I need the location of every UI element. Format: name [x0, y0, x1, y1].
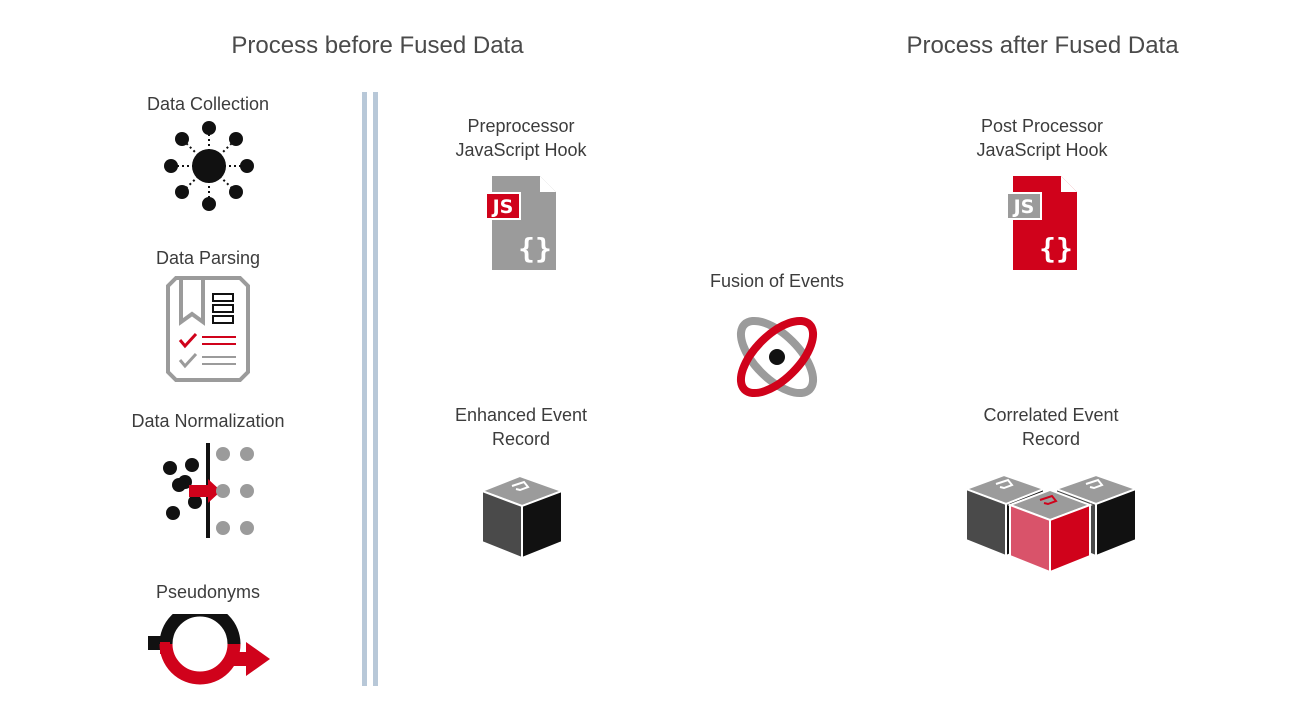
data-collection-icon: [164, 121, 254, 211]
heading-after: Process after Fused Data: [906, 32, 1179, 59]
section-divider: [362, 92, 378, 686]
js-badge-text: JS: [1012, 196, 1035, 218]
correlated-label: Correlated Event Record: [951, 403, 1151, 451]
preprocessor-label: Preprocessor JavaScript Hook: [421, 114, 621, 162]
fusion-label: Fusion of Events: [709, 271, 845, 291]
event-record-cube-icon: [480, 474, 564, 560]
data-normalization-icon: [163, 443, 254, 538]
heading-before: Process before Fused Data: [231, 32, 524, 59]
step-label-collection: Data Collection: [146, 94, 270, 114]
correlated-label-line2: Record: [1021, 429, 1081, 449]
js-file-gray-icon: JS {}: [485, 176, 556, 270]
step-label-parsing: Data Parsing: [155, 248, 261, 268]
step-label-normalization: Data Normalization: [131, 411, 285, 431]
data-parsing-icon: [166, 276, 250, 382]
enhanced-label-line1: Enhanced Event: [454, 405, 588, 425]
fusion-atom-icon: [736, 316, 818, 398]
enhanced-label: Enhanced Event Record: [421, 403, 621, 451]
step-label-pseudonyms: Pseudonyms: [155, 582, 261, 602]
postprocessor-label-line1: Post Processor: [980, 116, 1104, 136]
braces-text: {}: [518, 232, 552, 265]
pseudonyms-icon: [148, 614, 270, 685]
correlated-label-line1: Correlated Event: [983, 405, 1119, 425]
postprocessor-label: Post Processor JavaScript Hook: [942, 114, 1142, 162]
postprocessor-label-line2: JavaScript Hook: [976, 140, 1108, 160]
enhanced-label-line2: Record: [491, 429, 551, 449]
braces-text: {}: [1039, 232, 1073, 265]
correlated-cubes-icon: [964, 473, 1139, 574]
js-badge-text: JS: [491, 196, 514, 218]
cube-center: [1007, 488, 1093, 574]
js-file-red-icon: JS {}: [1006, 176, 1077, 270]
preprocessor-label-line1: Preprocessor: [467, 116, 575, 136]
preprocessor-label-line2: JavaScript Hook: [455, 140, 587, 160]
